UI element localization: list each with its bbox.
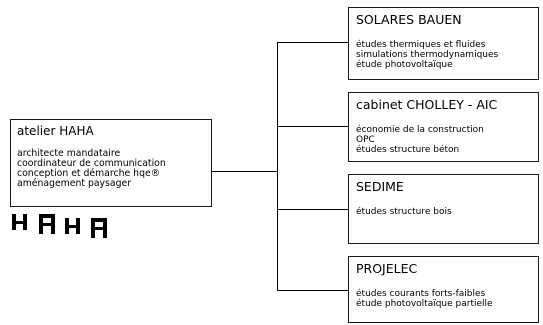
connector-vertical <box>277 42 278 290</box>
main-box-title: atelier HAHA <box>17 124 94 138</box>
partner-lines: études structure bois <box>356 207 531 217</box>
partner-lines: études courants forts-faibles étude phot… <box>356 289 531 309</box>
connector-branch-solares <box>277 42 348 43</box>
main-box-line: aménagement paysager <box>17 178 132 189</box>
main-box-line: coordinateur de communication <box>17 158 166 169</box>
partner-line: études thermiques et fluides <box>356 40 486 50</box>
partner-line: simulations thermodynamiques <box>356 50 499 60</box>
partner-line: étude photovoltaïque partielle <box>356 299 493 309</box>
partner-line: études courants forts-faibles <box>356 289 486 299</box>
partner-line: étude photovoltaïque <box>356 60 453 70</box>
partner-line: OPC <box>356 135 375 145</box>
connector-trunk <box>212 171 278 172</box>
partner-line: études structure bois <box>356 207 452 217</box>
connector-branch-sedime <box>277 209 348 210</box>
partner-lines: études thermiques et fluides simulations… <box>356 40 531 70</box>
main-box-line: architecte mandataire <box>17 148 121 159</box>
partner-line: économie de la construction <box>356 125 484 135</box>
partner-box-sedime: SEDIME études structure bois <box>348 174 539 244</box>
haha-logo <box>12 214 107 238</box>
connector-branch-cholley <box>277 126 348 127</box>
connector-branch-projelec <box>277 290 348 291</box>
partner-title: PROJELEC <box>356 261 418 276</box>
partner-lines: économie de la construction OPC études s… <box>356 125 531 155</box>
main-box-line: conception et démarche hqe® <box>17 168 160 179</box>
partner-title: SOLARES BAUEN <box>356 12 462 27</box>
main-box-atelier-haha: atelier HAHA architecte mandataire coord… <box>10 119 212 207</box>
partner-box-projelec: PROJELEC études courants forts-faibles é… <box>348 256 539 323</box>
partner-box-solares-bauen: SOLARES BAUEN études thermiques et fluid… <box>348 7 539 80</box>
partner-title: cabinet CHOLLEY - AIC <box>356 97 498 112</box>
partner-title: SEDIME <box>356 179 404 194</box>
partner-line: études structure béton <box>356 145 460 155</box>
partner-box-cabinet-cholley: cabinet CHOLLEY - AIC économie de la con… <box>348 92 539 162</box>
main-box-lines: architecte mandataire coordinateur de co… <box>17 149 205 189</box>
